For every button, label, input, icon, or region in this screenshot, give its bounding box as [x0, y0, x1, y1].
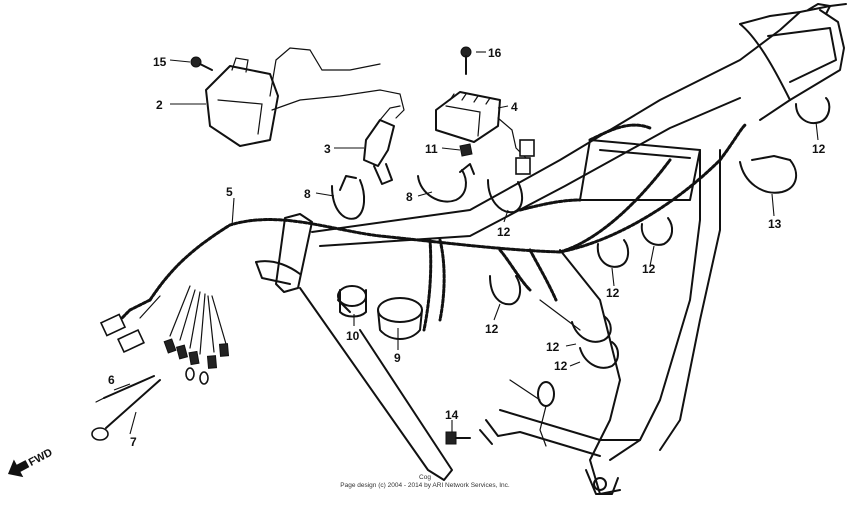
- wire-harness: [116, 123, 747, 355]
- clamp-13: [739, 155, 798, 194]
- copyright-footer: Page design (c) 2004 - 2014 by ARI Netwo…: [340, 482, 510, 489]
- callout-4: 4: [511, 100, 518, 114]
- callout-5: 5: [226, 185, 233, 199]
- callout-2: 2: [156, 98, 163, 112]
- callout-12-d: 12: [642, 262, 656, 276]
- callout-8-right: 8: [406, 190, 413, 204]
- callout-labels: 2 3 4 5 6 7 8 8 9 10 11 12 12 12 12 12 1…: [108, 46, 826, 449]
- rod-7: [91, 379, 161, 441]
- clamp-8-left: [331, 175, 366, 220]
- callout-13: 13: [768, 217, 782, 231]
- relay-9: [377, 297, 423, 340]
- condenser: [537, 381, 555, 447]
- regulator-rectifier: [435, 91, 535, 175]
- callout-12-b: 12: [485, 322, 499, 336]
- callout-8-left: 8: [304, 187, 311, 201]
- clamps-12: [487, 97, 831, 369]
- leader-lines: [113, 51, 819, 435]
- bolt-15: [190, 56, 213, 71]
- bolt-16: [460, 46, 472, 75]
- footer-line-1: Cog: [419, 474, 431, 481]
- callout-9: 9: [394, 351, 401, 365]
- part-11-plate: [459, 143, 473, 157]
- callout-16: 16: [488, 46, 502, 60]
- forward-arrow-icon: [7, 459, 30, 478]
- callout-12-c: 12: [812, 142, 826, 156]
- harness-connectors: [99, 313, 230, 385]
- rod-6: [95, 375, 155, 403]
- callout-12-e: 12: [606, 286, 620, 300]
- callout-12-f: 12: [546, 340, 560, 354]
- callout-3: 3: [324, 142, 331, 156]
- callout-7: 7: [130, 435, 137, 449]
- cdi-unit: [205, 47, 405, 147]
- socket-10: [337, 285, 367, 318]
- callout-10: 10: [346, 329, 360, 343]
- callout-11: 11: [425, 142, 438, 156]
- bolt-14: [445, 431, 471, 445]
- motorcycle-frame: [255, 3, 847, 495]
- callout-15: 15: [153, 55, 167, 69]
- callout-12-a: 12: [497, 225, 511, 239]
- callout-6: 6: [108, 373, 115, 387]
- clamp-8-right: [417, 163, 475, 203]
- ignition-coil: [363, 105, 401, 185]
- callout-14: 14: [445, 408, 459, 422]
- callout-12-g: 12: [554, 359, 568, 373]
- fwd-label: FWD: [27, 447, 55, 469]
